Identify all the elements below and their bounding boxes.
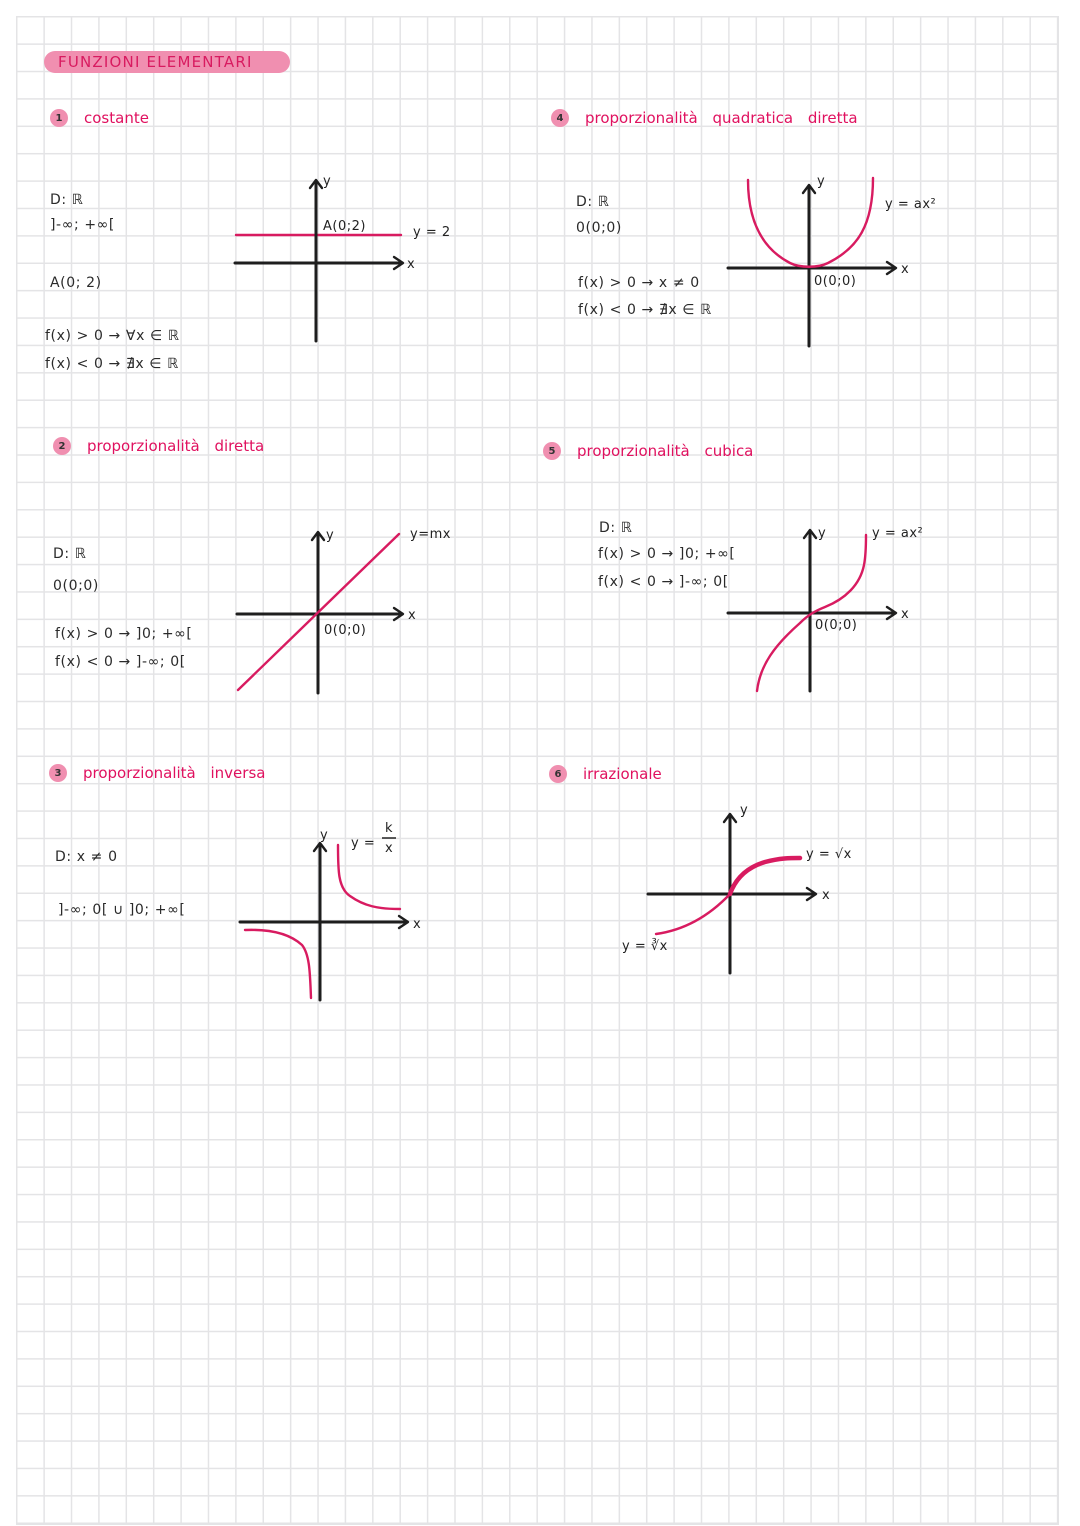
graph-cubic: x y 0(0;0) y = ax²	[726, 526, 923, 693]
section-1-header: 1 costante	[50, 109, 149, 127]
section-number-badge: 5	[543, 442, 561, 460]
section-2-header: 2 proporzionalità diretta	[53, 437, 264, 455]
section-title: proporzionalità quadratica diretta	[585, 109, 858, 127]
y-axis-arrow-icon	[802, 528, 818, 540]
section-title: irrazionale	[583, 765, 662, 783]
section-title: proporzionalità cubica	[577, 442, 754, 460]
domain-note: D: x ≠ 0	[55, 849, 118, 865]
equation-label: y=mx	[410, 527, 451, 542]
y-axis-label: y	[320, 828, 328, 843]
positive-note: f(x) > 0 → ]0; +∞[	[55, 626, 193, 642]
x-axis-label: x	[822, 888, 830, 903]
section-title: proporzionalità inversa	[83, 764, 266, 782]
positive-note: f(x) > 0 → ∀x ∈ ℝ	[45, 328, 180, 344]
y-axis-arrow-icon	[308, 178, 324, 190]
section-3-header: 3 proporzionalità inversa	[49, 764, 265, 782]
graph-direct: x y 0(0;0) y=mx	[235, 527, 451, 695]
equation-label: y = 2	[413, 225, 451, 240]
origin-label: 0(0;0)	[814, 274, 856, 289]
section-6-header: 6 irrazionale	[549, 765, 662, 783]
origin-note: 0(0;0)	[53, 578, 99, 594]
x-axis-label: x	[901, 262, 909, 277]
domain-note: D: ℝ	[53, 546, 87, 562]
y-axis-arrow-icon	[310, 530, 326, 542]
x-axis-label: x	[901, 607, 909, 622]
y-axis-arrow-icon	[722, 812, 738, 824]
section-4-header: 4 proporzionalità quadratica diretta	[551, 109, 858, 127]
equation-numerator: k	[385, 821, 393, 836]
y-axis-label: y	[817, 174, 825, 189]
point-label: A(0;2)	[323, 219, 366, 234]
x-axis-arrow-icon	[392, 606, 405, 622]
interval-note: ]-∞; +∞[	[50, 217, 115, 233]
x-axis-label: x	[413, 917, 421, 932]
sqrt-equation-label: y = √x	[806, 847, 852, 862]
section-number-badge: 4	[551, 109, 569, 127]
point-note: A(0; 2)	[50, 275, 102, 291]
domain-note: D: ℝ	[599, 520, 633, 536]
parabola-curve	[746, 176, 875, 268]
origin-label: 0(0;0)	[815, 618, 857, 633]
y-axis-arrow-icon	[312, 841, 328, 853]
x-axis-arrow-icon	[392, 255, 405, 271]
section-title: costante	[84, 109, 149, 127]
section-5-header: 5 proporzionalità cubica	[543, 442, 753, 460]
positive-note: f(x) > 0 → ]0; +∞[	[598, 546, 736, 562]
section-title: proporzionalità diretta	[87, 437, 265, 455]
section-number-badge: 2	[53, 437, 71, 455]
y-axis-label: y	[818, 526, 826, 541]
equation-label: y = ax²	[872, 526, 923, 541]
square-root-curve	[727, 855, 803, 897]
domain-note: D: ℝ	[576, 194, 610, 210]
domain-note: D: ℝ	[50, 192, 84, 208]
x-axis-arrow-icon	[397, 914, 410, 930]
negative-note: f(x) < 0 → ]-∞; 0[	[598, 574, 729, 590]
section-number-badge: 1	[50, 109, 68, 127]
interval-note: ]-∞; 0[ ∪ ]0; +∞[	[58, 902, 186, 918]
equation-label: y = ax²	[885, 197, 936, 212]
negative-note: f(x) < 0 → ]-∞; 0[	[55, 654, 186, 670]
section-number-badge: 3	[49, 764, 67, 782]
cbrt-equation-label: y = ∛x	[622, 938, 668, 954]
graph-irrational: y x y = √x y = ∛x	[622, 803, 852, 975]
cubic-curve	[755, 533, 868, 693]
positive-note: f(x) > 0 → x ≠ 0	[578, 275, 700, 291]
x-axis-label: x	[407, 257, 415, 272]
x-axis-arrow-icon	[885, 260, 898, 276]
equation-lhs: y =	[351, 836, 375, 851]
origin-note: 0(0;0)	[576, 220, 622, 236]
hyperbola-branch-negative	[243, 928, 313, 1000]
graph-inverse: x y y = k x	[238, 821, 421, 1002]
direct-line	[236, 532, 401, 692]
section-number-badge: 6	[549, 765, 567, 783]
hyperbola-branch-positive	[336, 843, 402, 911]
y-axis-label: y	[740, 803, 748, 818]
origin-label: 0(0;0)	[324, 623, 366, 638]
graph-constant: x y A(0;2) y = 2	[233, 174, 451, 343]
cube-root-curve	[654, 892, 732, 936]
y-axis-label: y	[323, 174, 331, 189]
x-axis-label: x	[408, 608, 416, 623]
page-title: FUNZIONI ELEMENTARI	[44, 51, 290, 73]
negative-note: f(x) < 0 → ∄x ∈ ℝ	[578, 302, 712, 318]
equation-denominator: x	[385, 841, 393, 856]
y-axis-label: y	[326, 528, 334, 543]
x-axis-arrow-icon	[885, 605, 898, 621]
graph-quadratic: x y 0(0;0) y = ax²	[726, 174, 936, 348]
negative-note: f(x) < 0 → ∄x ∈ ℝ	[45, 356, 179, 372]
y-axis-arrow-icon	[801, 183, 817, 195]
x-axis-arrow-icon	[805, 886, 818, 902]
